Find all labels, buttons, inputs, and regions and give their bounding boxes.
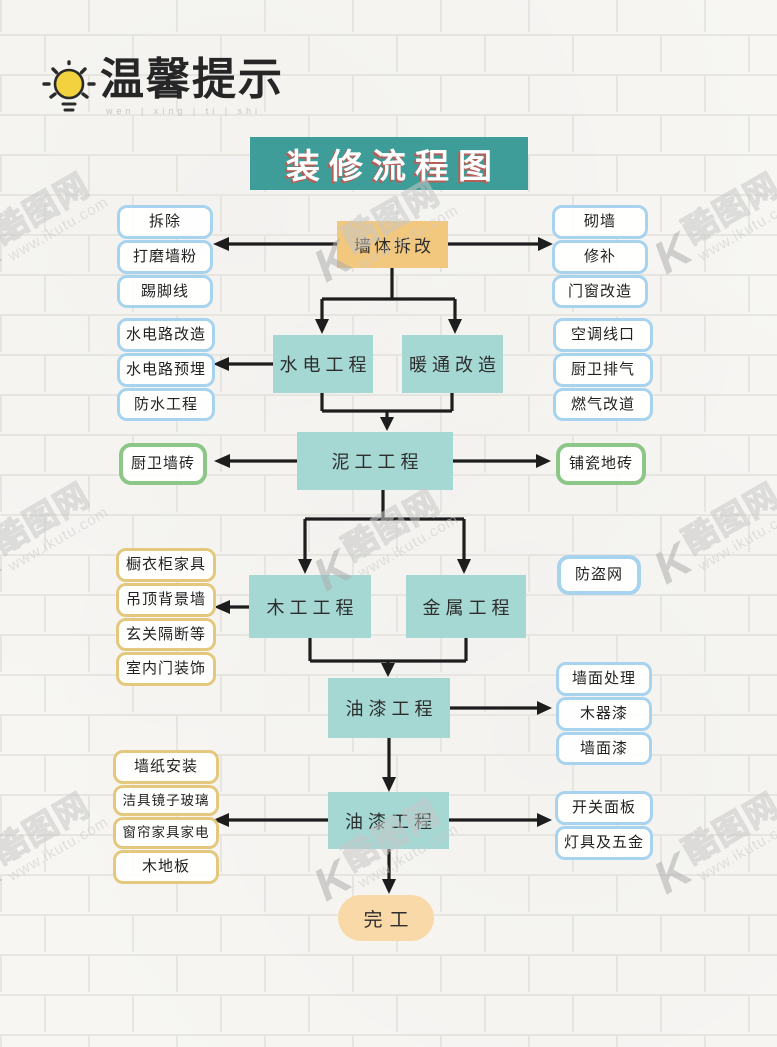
list-item: 木器漆 (556, 696, 652, 731)
group-install-right: 开关面板 灯具及五金 (555, 791, 653, 861)
node-water-electric: 水电工程 (273, 335, 373, 393)
list-item: 开关面板 (555, 791, 653, 825)
list-item: 踢脚线 (117, 274, 213, 309)
node-carpentry: 木工工程 (249, 575, 371, 638)
list-item: 窗帘家具家电 (113, 817, 219, 849)
list-item: 墙面处理 (556, 662, 652, 696)
list-item: 吊顶背景墙 (116, 582, 216, 617)
list-item: 燃气改道 (553, 387, 653, 422)
list-item: 防盗网 (557, 555, 641, 595)
list-item: 门窗改造 (552, 274, 648, 309)
node-hvac: 暖通改造 (402, 335, 503, 393)
node-paint-2: 油漆工程 (328, 792, 449, 849)
group-hvac-detail: 空调线口 厨卫排气 燃气改道 (553, 318, 653, 422)
list-item: 室内门装饰 (116, 652, 216, 686)
group-carpentry-detail: 橱衣柜家具 吊顶背景墙 玄关隔断等 室内门装饰 (116, 548, 216, 687)
node-finish: 完工 (338, 895, 434, 941)
list-item: 灯具及五金 (555, 825, 653, 860)
list-item: 洁具镜子玻璃 (113, 784, 219, 817)
node-masonry: 泥工工程 (297, 432, 453, 490)
list-item: 打磨墙粉 (117, 239, 213, 274)
list-item: 拆除 (117, 205, 213, 239)
page-title: 装修流程图 (286, 148, 501, 186)
list-item: 空调线口 (553, 318, 653, 352)
brand-pinyin: wen | xing | ti | shi (106, 106, 262, 117)
list-item: 墙纸安装 (113, 750, 219, 784)
list-item: 墙面漆 (556, 731, 652, 766)
list-item: 修补 (552, 239, 648, 274)
list-item: 水电路预埋 (117, 352, 215, 387)
brand-title: 温馨提示 (100, 55, 284, 104)
list-item: 防水工程 (117, 387, 215, 422)
group-masonry-right: 铺瓷地砖 (556, 443, 646, 486)
list-item: 铺瓷地砖 (556, 443, 646, 485)
group-demolition: 拆除 打磨墙粉 踢脚线 (117, 205, 213, 309)
list-item: 木地板 (113, 849, 219, 884)
group-paint-detail: 墙面处理 木器漆 墙面漆 (556, 662, 652, 766)
title-banner: 装修流程图 (250, 137, 528, 190)
group-security-net: 防盗网 (557, 555, 641, 596)
brand-logo: 温馨提示 wen | xing | ti | shi (40, 55, 284, 118)
group-water-electric-detail: 水电路改造 水电路预埋 防水工程 (117, 318, 215, 422)
list-item: 厨卫排气 (553, 352, 653, 387)
node-metal: 金属工程 (406, 575, 526, 638)
list-item: 橱衣柜家具 (116, 548, 216, 582)
group-install-left: 墙纸安装 洁具镜子玻璃 窗帘家具家电 木地板 (113, 750, 219, 885)
node-paint: 油漆工程 (328, 678, 450, 738)
group-masonry-left: 厨卫墙砖 (119, 443, 207, 486)
list-item: 水电路改造 (117, 318, 215, 352)
list-item: 砌墙 (552, 205, 648, 239)
lightbulb-icon (42, 60, 96, 112)
node-wall-demolition: 墙体拆改 (337, 221, 448, 268)
list-item: 玄关隔断等 (116, 617, 216, 652)
list-item: 厨卫墙砖 (119, 443, 207, 485)
group-wall-build: 砌墙 修补 门窗改造 (552, 205, 648, 309)
